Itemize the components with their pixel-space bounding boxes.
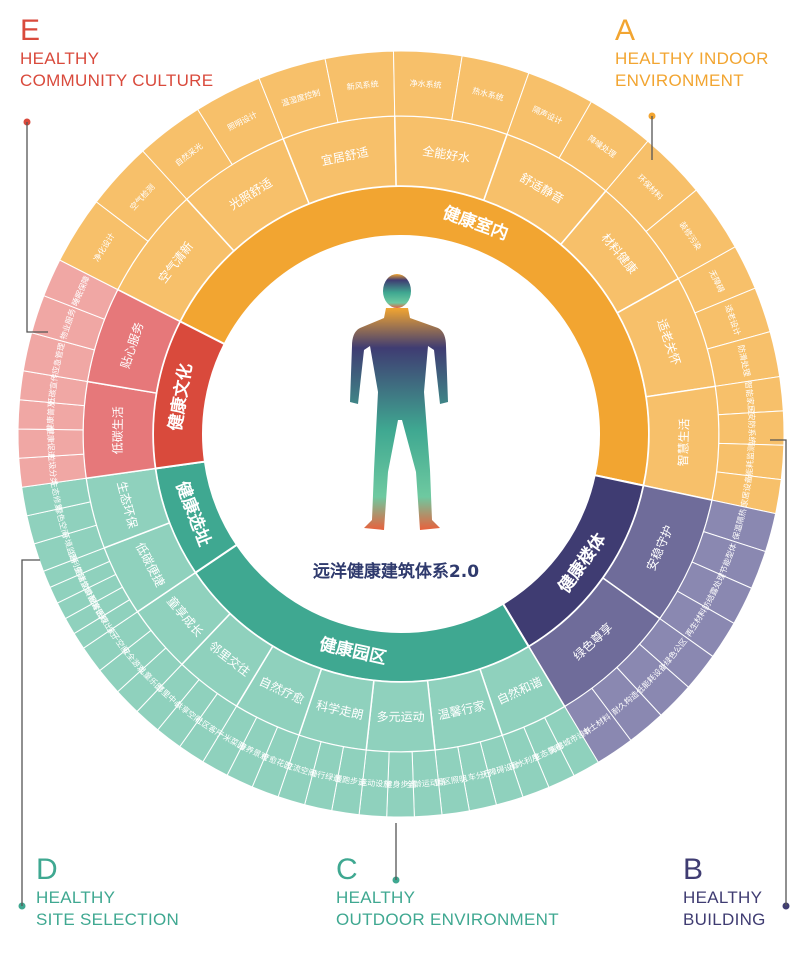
corner-label-b: B HEALTHY BUILDING [683,853,766,931]
corner-line2-c: OUTDOOR ENVIRONMENT [336,910,559,929]
corner-line1-e: HEALTHY [20,49,100,68]
human-figure-icon [350,274,448,530]
corner-line2-d: SITE SELECTION [36,910,180,929]
corner-line1-c: HEALTHY [336,888,416,907]
item-label-culture-0-0: 垃圾分类 [46,453,59,486]
corner-label-d: D HEALTHY SITE SELECTION [36,853,179,931]
callout-line-d [21,559,40,906]
center-disc [203,236,599,632]
corner-label-c: C HEALTHY OUTDOOR ENVIRONMENT [336,853,559,931]
item-culture-1-2 [43,259,119,320]
corner-letter-d: D [36,853,58,886]
item-label-park-2-0: 全龄运动场 [406,777,447,790]
segment-building [501,473,777,763]
corner-letter-a: A [615,14,636,47]
item-label-culture-0-2: 健康普及 [45,400,57,432]
segment-site [21,460,239,649]
corner-letter-c: C [336,853,358,886]
item-label-culture-0-1: 健康促进 [46,427,57,459]
sub-label-park-2: 多元运动 [377,710,425,724]
corner-line2-b: BUILDING [683,910,766,929]
item-label-indoor-7-1: 安防系统 [747,412,757,444]
callout-line-e [26,122,48,333]
sub-label-culture-0: 低碳生活 [111,406,126,454]
item-label-culture-0-3: 低碳宣传 [46,373,60,406]
corner-line1-b: HEALTHY [683,888,763,907]
corner-label-e: E HEALTHY COMMUNITY CULTURE [20,14,213,92]
item-label-park-3-0: 慢跑步道 [334,773,367,788]
center-title: 远洋健康建筑体系2.0 [313,561,479,582]
item-label-indoor-3-0: 净水系统 [409,78,442,90]
item-label-indoor-7-0: 智能家居 [743,381,756,414]
corner-line1-d: HEALTHY [36,888,116,907]
item-label-indoor-7-2: 能耗监测 [744,444,756,477]
item-label-park-2-1: 健身步道 [385,779,417,789]
corner-line2-e: COMMUNITY CULTURE [20,71,214,90]
corner-line2-a: ENVIRONMENT [615,71,744,90]
callout-leaders [18,112,790,910]
callout-line-b [770,439,787,906]
corner-label-a: A HEALTHY INDOOR ENVIRONMENT [615,14,769,92]
sub-label-indoor-7: 智慧生活 [675,418,691,466]
item-label-park-2-2: 运动设施 [359,777,392,789]
segment-indoor [59,50,785,515]
corner-letter-e: E [20,14,41,47]
corner-letter-b: B [683,853,704,886]
item-label-indoor-2-1: 新风系统 [346,78,379,91]
segment-culture [17,259,226,488]
segment-park [82,543,599,818]
corner-line1-a: HEALTHY INDOOR [615,49,769,68]
